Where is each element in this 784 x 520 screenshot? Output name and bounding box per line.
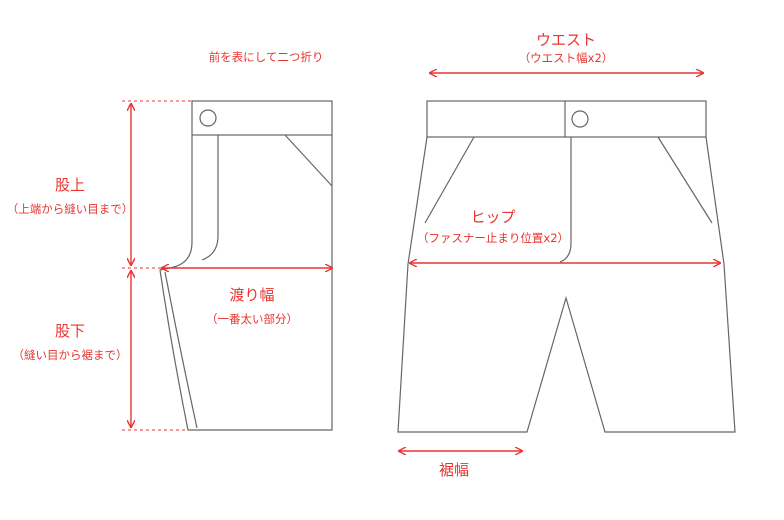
- fly-stitch-line: [201, 135, 219, 261]
- waist-label: ウエスト: [536, 31, 596, 49]
- left-pocket-line: [424, 136, 475, 224]
- right-pocket-line: [657, 136, 713, 224]
- waist-sublabel: （ウエスト幅x2）: [519, 51, 614, 65]
- inseam-edge-line: [164, 271, 198, 429]
- hem-label: 裾幅: [439, 461, 469, 479]
- waist-button-icon: [199, 109, 217, 127]
- rise-label: 股上: [55, 176, 85, 194]
- shorts-outline: [397, 136, 736, 433]
- folded-waistband: [191, 100, 333, 136]
- rise-sublabel: （上端から縫い目まで）: [7, 202, 134, 216]
- inseam-sublabel: （縫い目から裾まで）: [13, 348, 128, 362]
- thigh-sublabel: （一番太い部分）: [206, 312, 298, 326]
- thigh-label: 渡り幅: [229, 286, 274, 304]
- folded-shorts-illustration: [159, 100, 333, 431]
- fold-note: 前を表にして二つ折り: [209, 50, 324, 64]
- pocket-opening-line: [284, 134, 333, 187]
- hip-label: ヒップ: [470, 208, 515, 226]
- left-dimensions: [122, 100, 332, 431]
- folded-leg-outline: [159, 135, 333, 431]
- waistband: [426, 100, 707, 138]
- shorts-front-illustration: [397, 100, 736, 433]
- right-dimensions: [399, 73, 720, 451]
- front-button-icon: [571, 110, 589, 128]
- inseam-label: 股下: [55, 322, 85, 340]
- hip-sublabel: （ファスナー止まり位置x2）: [417, 231, 569, 245]
